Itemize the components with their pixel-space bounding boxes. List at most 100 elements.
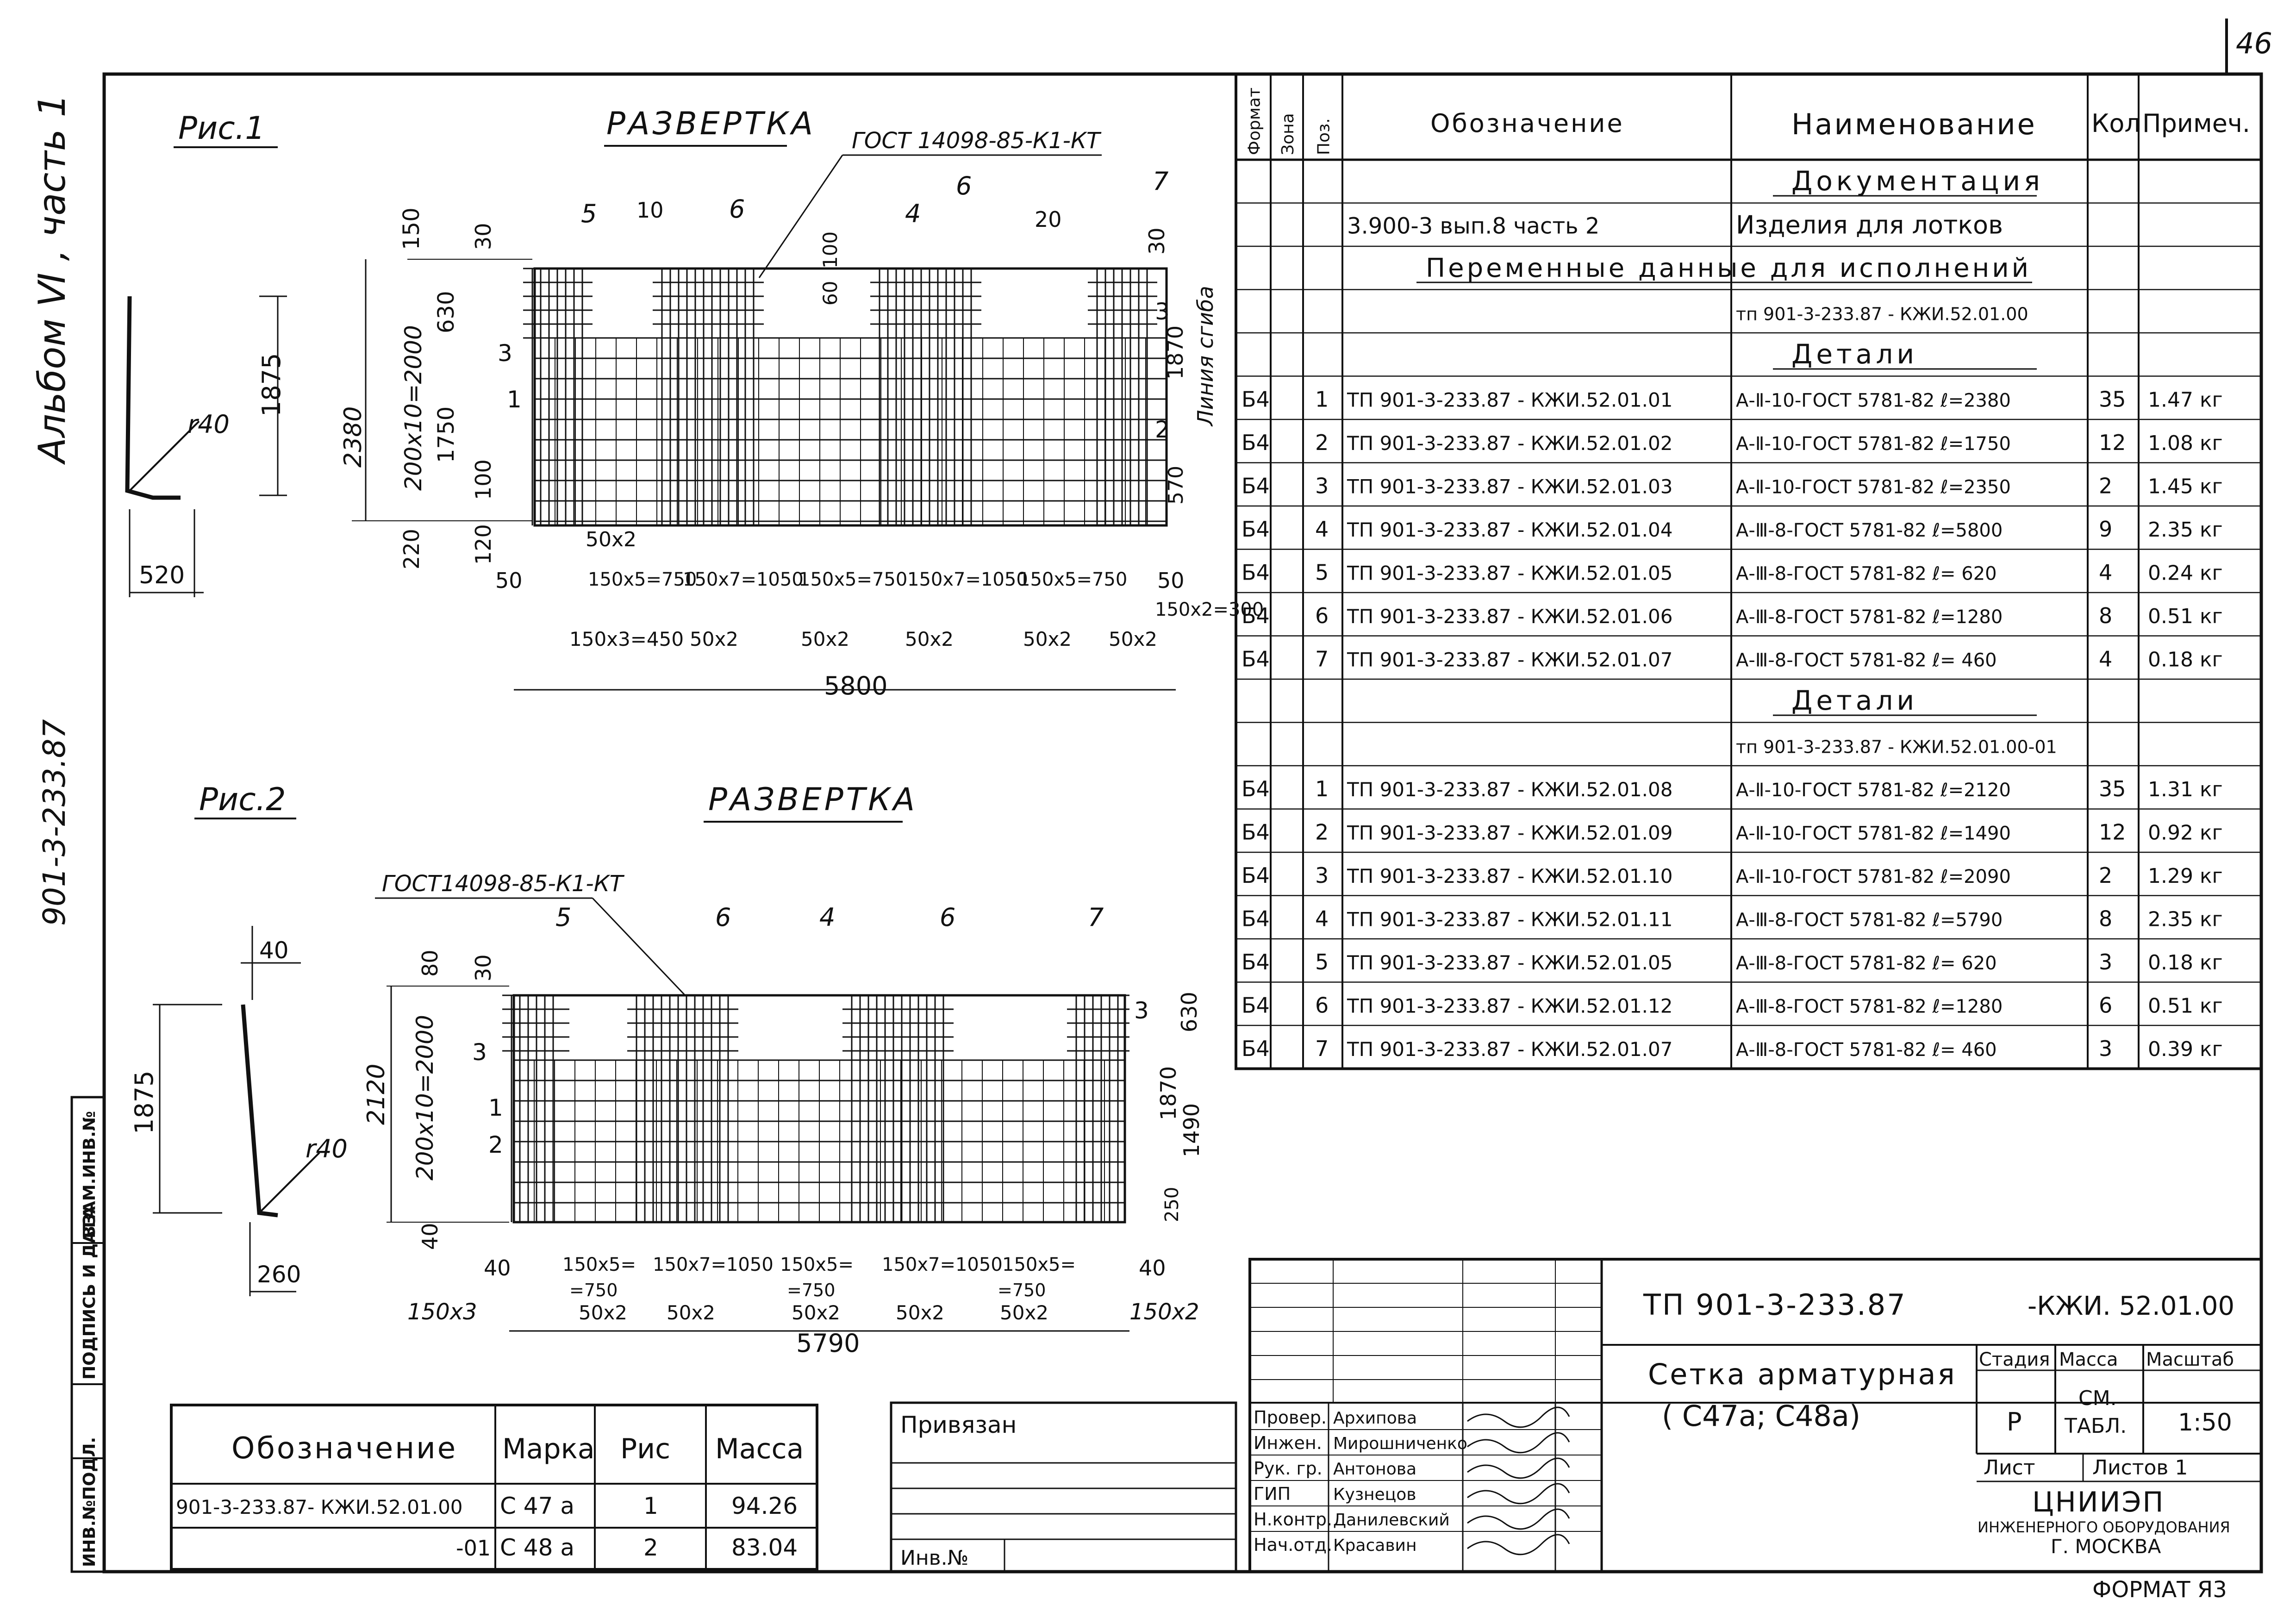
spec-cell-naimenovanie: А-Ⅲ-8-ГОСТ 5781-82 ℓ=1280 (1736, 606, 2003, 628)
svg-text:1: 1 (488, 1094, 503, 1121)
spec-cell-naimenovanie: А-Ⅲ-8-ГОСТ 5781-82 ℓ=1280 (1736, 996, 2003, 1018)
svg-text:50x2: 50x2 (801, 628, 849, 650)
svg-text:150x7=1050: 150x7=1050 (907, 569, 1028, 590)
spec-cell-primech: 0.24 кг (2148, 562, 2223, 585)
spec-header-2: Поз. (1315, 118, 1334, 155)
spec-cell-oboznachenie: ТП 901-3-233.87 - КЖИ.52.01.07 (1347, 649, 1672, 671)
stamp-podpis-data: ПОДПИСЬ И ДАТА (80, 1206, 99, 1380)
svg-text:=750: =750 (787, 1280, 835, 1300)
spec-cell-naimenovanie: А-Ⅲ-8-ГОСТ 5781-82 ℓ= 460 (1736, 650, 1997, 671)
spec-cell-kol: 35 (2099, 776, 2126, 801)
svg-text:=750: =750 (569, 1280, 618, 1300)
spec-cell-format: Б4 (1242, 993, 1270, 1018)
fig2-gost-note: ГОСТ14098-85-К1-КТ (382, 871, 625, 897)
marks-header-oboznachenie: Обозначение (231, 1431, 457, 1466)
fig1-dimensions: 2380 200x10=2000 150 630 1750 30 100 120… (339, 198, 1264, 700)
name-0: Архипова (1333, 1409, 1417, 1428)
spec-cell-primech: 1.29 кг (2148, 864, 2223, 888)
spec-cell-oboznachenie: ТП 901-3-233.87 - КЖИ.52.01.08 (1347, 778, 1672, 801)
marks-cell-massa: 94.26 (731, 1493, 798, 1519)
spec-header-naimenovanie: Наименование (1791, 107, 2037, 141)
spec-cell-naimenovanie: А-Ⅱ-10-ГОСТ 5781-82 ℓ=1750 (1736, 433, 2011, 455)
spec-cell-naimenovanie: А-Ⅲ-8-ГОСТ 5781-82 ℓ=5800 (1736, 520, 2003, 541)
inv-no-label: Инв.№ (900, 1546, 968, 1570)
marks-table-frame (170, 1404, 818, 1571)
organization-name: ЦНИИЭП (2032, 1486, 2165, 1518)
spec-cell-section: Детали (1791, 338, 1918, 370)
svg-text:150x2: 150x2 (1129, 1299, 1199, 1325)
svg-text:50x2: 50x2 (792, 1301, 840, 1324)
role-1: Инжен. (1254, 1433, 1322, 1453)
svg-text:60: 60 (819, 281, 842, 306)
svg-text:7: 7 (1153, 167, 1168, 196)
svg-text:=750: =750 (998, 1280, 1046, 1300)
svg-text:5: 5 (581, 199, 597, 228)
spec-cell-oboznachenie: ТП 901-3-233.87 - КЖИ.52.01.05 (1347, 562, 1672, 585)
name-1: Мирошниченко (1333, 1434, 1467, 1453)
spec-cell-naimenovanie: А-Ⅱ-10-ГОСТ 5781-82 ℓ=1490 (1736, 823, 2011, 844)
svg-text:50: 50 (495, 568, 523, 593)
spec-cell-kol: 4 (2099, 560, 2112, 585)
spec-cell-pos: 5 (1315, 560, 1329, 585)
spec-cell-oboznachenie: ТП 901-3-233.87 - КЖИ.52.01.05 (1347, 951, 1672, 974)
spec-cell-format: Б4 (1242, 430, 1270, 455)
spec-cell-naimenovanie: А-Ⅲ-8-ГОСТ 5781-82 ℓ=5790 (1736, 910, 2003, 931)
marks-cell-marka: С 48 а (500, 1534, 574, 1561)
spec-cell-kol: 9 (2099, 517, 2112, 542)
svg-text:r40: r40 (187, 410, 230, 439)
organization-city: Г. МОСКВА (2051, 1535, 2161, 1558)
svg-text:1875: 1875 (130, 1071, 159, 1134)
spec-cell-section: Документация (1791, 165, 2044, 197)
stage-value: Р (2007, 1407, 2022, 1437)
fig1-label: Рис.1 (178, 110, 265, 147)
svg-text:630: 630 (1177, 992, 1202, 1032)
svg-text:150x5=750: 150x5=750 (588, 569, 697, 590)
marks-header-massa: Масса (715, 1433, 804, 1465)
spec-cell-kol: 2 (2099, 863, 2112, 888)
privyazan-box: Привязан Инв.№ (890, 1401, 1237, 1573)
svg-text:2: 2 (1155, 416, 1170, 443)
svg-text:6: 6 (729, 194, 745, 224)
svg-text:2380: 2380 (339, 406, 367, 468)
svg-text:5: 5 (555, 903, 571, 932)
svg-text:150x2=300: 150x2=300 (1155, 599, 1264, 620)
marks-cell-ris: 1 (643, 1493, 658, 1519)
spec-cell-format: Б4 (1242, 474, 1270, 499)
fig1-razvertka-label: РАЗВЕРТКА (606, 106, 816, 142)
svg-text:100: 100 (819, 231, 842, 269)
svg-text:100: 100 (471, 459, 496, 500)
fig1-position-marks: 5 6 4 6 7 3 1 3 2 (498, 167, 1170, 443)
svg-text:4: 4 (819, 903, 835, 932)
svg-text:3: 3 (472, 1039, 487, 1066)
title-block-frame (1248, 1258, 2263, 1573)
spec-cell-format: Б4 (1242, 776, 1270, 801)
svg-text:6: 6 (940, 903, 955, 932)
svg-text:80: 80 (418, 949, 443, 977)
svg-text:30: 30 (1144, 227, 1169, 255)
signature-mark (1467, 1406, 1570, 1428)
spec-cell-kol: 3 (2099, 1036, 2112, 1061)
spec-cell-naimenovanie: А-Ⅲ-8-ГОСТ 5781-82 ℓ= 620 (1736, 563, 1997, 585)
svg-text:150x5=750: 150x5=750 (799, 569, 907, 590)
fig2-side-view: 40 r40 1875 260 (130, 926, 348, 1296)
spec-cell-pos: 2 (1315, 430, 1329, 455)
svg-text:30: 30 (471, 223, 496, 250)
spec-cell-format: Б4 (1242, 820, 1270, 845)
spec-cell-primech: 1.47 кг (2148, 388, 2223, 412)
spec-cell-primech: 0.92 кг (2148, 821, 2223, 845)
marks-cell-marka: С 47 а (500, 1493, 574, 1519)
stamp-vzam-inv: ВЗАМ.ИНВ.№ (80, 1111, 99, 1238)
svg-text:150x3=450: 150x3=450 (569, 628, 684, 650)
svg-text:570: 570 (1164, 466, 1188, 505)
spec-cell-primech: 1.45 кг (2148, 475, 2223, 499)
spec-cell-primech: 0.39 кг (2148, 1037, 2223, 1061)
svg-text:200x10=2000: 200x10=2000 (412, 1015, 438, 1181)
project-code: 901-3-233.87 (37, 719, 72, 926)
spec-cell-kol: 12 (2099, 820, 2126, 845)
svg-text:1870: 1870 (1163, 325, 1188, 380)
spec-cell-format: Б4 (1242, 517, 1270, 542)
spec-cell-format: Б4 (1242, 906, 1270, 931)
spec-cell-naimenovanie: А-Ⅱ-10-ГОСТ 5781-82 ℓ=2120 (1736, 780, 2011, 801)
mass-value-2: ТАБЛ. (2064, 1414, 2127, 1438)
svg-text:50: 50 (1157, 568, 1185, 593)
